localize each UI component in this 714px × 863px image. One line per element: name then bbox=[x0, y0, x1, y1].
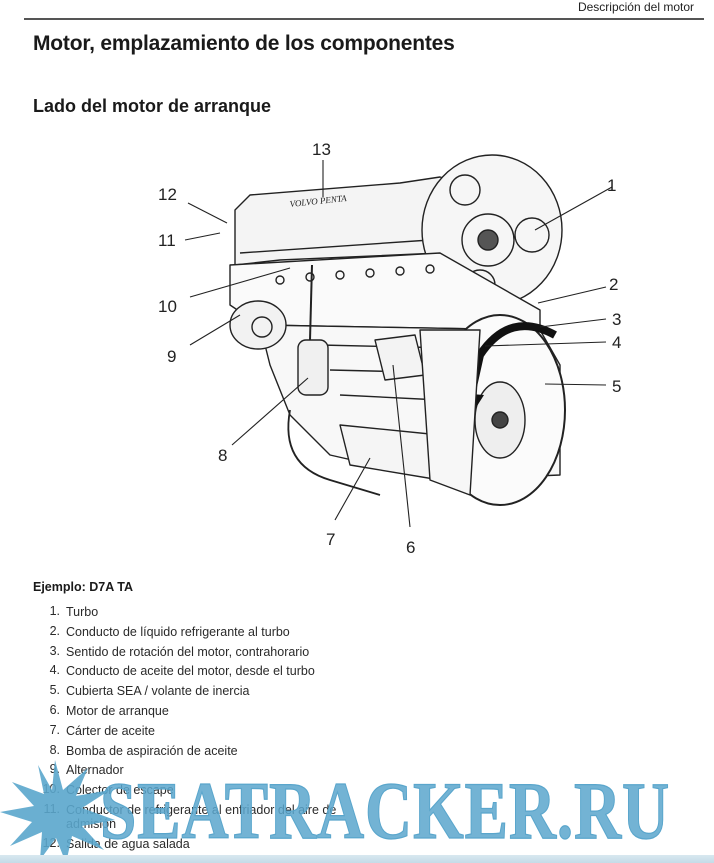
callout-13: 13 bbox=[312, 140, 331, 159]
callout-1: 1 bbox=[607, 176, 616, 195]
leader-4 bbox=[484, 341, 607, 347]
callout-6: 6 bbox=[406, 538, 415, 557]
callout-3: 3 bbox=[612, 310, 621, 329]
legend-item: 2.Conducto de líquido refrigerante al tu… bbox=[49, 623, 290, 639]
header-divider bbox=[24, 18, 704, 20]
running-header: Descripción del motor bbox=[577, 0, 694, 14]
leader-9 bbox=[189, 314, 241, 346]
legend-item: 12.Salida de agua salada bbox=[42, 835, 190, 851]
callout-numbers: 1 2 3 4 5 6 7 8 9 10 11 12 13 bbox=[158, 140, 621, 557]
leader-12 bbox=[187, 202, 228, 224]
callout-leader-lines bbox=[184, 160, 613, 528]
bottom-band bbox=[0, 855, 714, 863]
callout-12: 12 bbox=[158, 185, 177, 204]
callout-8: 8 bbox=[218, 446, 227, 465]
section-title: Lado del motor de arranque bbox=[33, 96, 272, 116]
component-legend: 1.Turbo 2.Conducto de líquido refrigeran… bbox=[34, 602, 364, 854]
legend-item: 7.Cárter de aceite bbox=[49, 722, 155, 738]
leader-2 bbox=[537, 286, 607, 304]
page-title: Motor, emplazamiento de los componentes bbox=[33, 32, 455, 55]
legend-item: 11.Conductor de refrigerante al enfriado… bbox=[43, 801, 337, 831]
leader-8 bbox=[231, 377, 309, 446]
callout-4: 4 bbox=[612, 333, 621, 352]
callout-11: 11 bbox=[158, 231, 176, 250]
callout-2: 2 bbox=[609, 275, 618, 294]
legend-item: 4.Conducto de aceite del motor, desde el… bbox=[49, 663, 315, 679]
callout-5: 5 bbox=[612, 377, 621, 396]
legend-item: 5.Cubierta SEA / volante de inercia bbox=[49, 683, 250, 699]
legend-item: 3.Sentido de rotación del motor, contrah… bbox=[49, 643, 310, 659]
legend-item: 8.Bomba de aspiración de aceite bbox=[49, 742, 238, 758]
leader-10 bbox=[189, 267, 291, 298]
engine-drawing: VOLVO PENTA bbox=[158, 140, 621, 557]
leader-11 bbox=[184, 232, 221, 241]
legend-item: 1.Turbo bbox=[49, 604, 99, 619]
callout-10: 10 bbox=[158, 297, 177, 316]
leader-7 bbox=[334, 457, 371, 521]
callout-7: 7 bbox=[326, 530, 335, 549]
legend-item: 10.Colector de escape bbox=[42, 782, 174, 798]
leader-5 bbox=[544, 383, 607, 386]
engine-figure: VOLVO PENTA bbox=[140, 135, 660, 565]
legend-item: 9.Alternador bbox=[49, 762, 124, 778]
leader-6 bbox=[392, 364, 411, 528]
leader-1 bbox=[534, 186, 613, 231]
example-label: Ejemplo: D7A TA bbox=[33, 580, 134, 594]
engine-illustration: VOLVO PENTA bbox=[229, 154, 566, 506]
leader-3 bbox=[539, 318, 607, 328]
legend-item: 6.Motor de arranque bbox=[49, 702, 169, 718]
callout-9: 9 bbox=[167, 347, 176, 366]
